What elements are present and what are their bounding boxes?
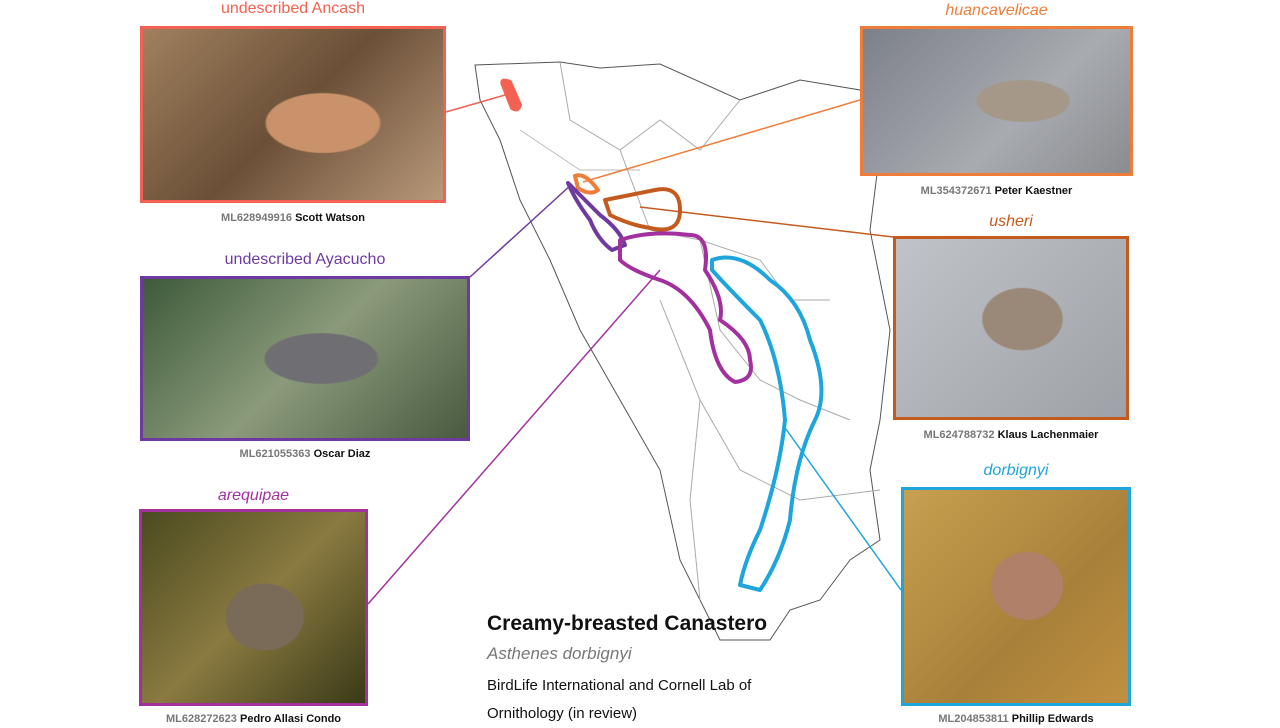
- range-arequipae: [618, 231, 753, 384]
- range-ancash: [500, 78, 522, 112]
- panel-title-ayacucho: undescribed Ayacucho: [224, 251, 386, 268]
- panel-title-usheri: usheri: [989, 213, 1033, 230]
- photo-credit-ayacucho: ML621055363 Oscar Diaz: [239, 448, 371, 460]
- panel-title-ancash: undescribed Ancash: [220, 0, 366, 17]
- photo-credit-usheri: ML624788732 Klaus Lachenmaier: [923, 429, 1099, 441]
- photo-credit-huancavelicae: ML354372671 Peter Kaestner: [920, 185, 1073, 197]
- bird-photo-dorbignyi: [901, 487, 1131, 706]
- photo-credit-dorbignyi: ML204853811 Phillip Edwards: [938, 713, 1094, 725]
- bird-photo-arequipae: [139, 509, 368, 706]
- range-huancavelicae: [573, 173, 600, 195]
- country-borders: [474, 61, 891, 641]
- range-dorbignyi: [710, 255, 824, 592]
- scientific-name: Asthenes dorbignyi: [487, 644, 632, 663]
- source-credit: BirdLife International and Cornell Lab o…: [487, 677, 752, 722]
- bird-photo-usheri: [893, 236, 1129, 420]
- photo-credit-ancash: ML628949916 Scott Watson: [221, 212, 365, 224]
- photo-credit-arequipae: ML628272623 Pedro Allasi Condo: [165, 713, 342, 725]
- map-legend: Creamy-breasted Canastero Asthenes dorbi…: [487, 612, 817, 728]
- bird-photo-ancash: [140, 26, 446, 203]
- range-usheri: [603, 187, 682, 232]
- common-name: Creamy-breasted Canastero: [487, 612, 768, 635]
- bird-photo-ayacucho: [140, 276, 470, 441]
- bird-photo-huancavelicae: [860, 26, 1133, 176]
- panel-title-arequipae: arequipae: [217, 487, 290, 504]
- panel-title-dorbignyi: dorbignyi: [983, 462, 1049, 479]
- panel-title-huancavelicae: huancavelicae: [945, 2, 1048, 19]
